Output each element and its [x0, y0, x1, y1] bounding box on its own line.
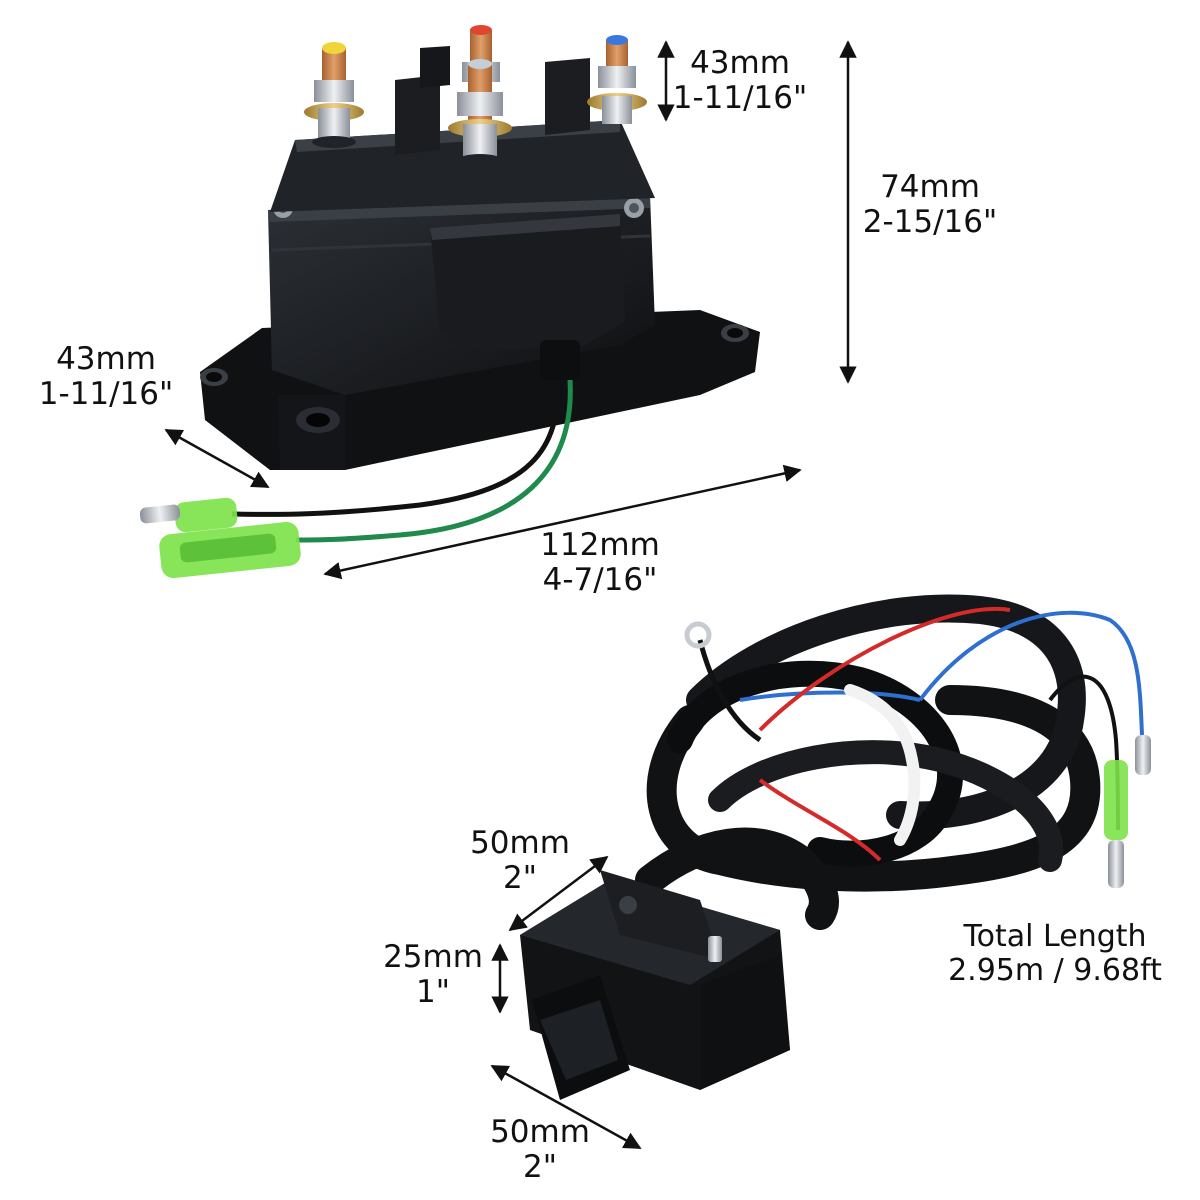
label-depth: 43mm 1-11/16": [26, 342, 186, 411]
label-width: 112mm 4-7/16": [520, 528, 680, 597]
label-overall-height: 74mm 2-15/16": [850, 170, 1010, 239]
label-total-length-title: Total Length: [963, 919, 1147, 954]
label-terminal-height-imperial: 1-11/16": [672, 79, 808, 116]
label-switch-height-imperial: 1": [416, 973, 450, 1010]
wiring-harness-image: [635, 594, 1151, 930]
spade-connector-green: [159, 521, 301, 579]
label-overall-height-metric: 74mm: [880, 169, 980, 205]
label-switch-height: 25mm 1": [368, 940, 498, 1009]
label-width-metric: 112mm: [540, 527, 660, 563]
label-switch-depth-metric: 50mm: [490, 1114, 590, 1150]
label-total-length-value: 2.95m / 9.68ft: [948, 952, 1162, 988]
dim-arrow-switch-depth: [490, 1064, 642, 1150]
dim-arrow-depth: [164, 428, 270, 489]
dim-arrow-switch-width: [508, 855, 609, 932]
label-terminal-height: 43mm 1-11/16": [660, 46, 820, 115]
label-depth-imperial: 1-11/16": [38, 375, 174, 412]
label-switch-width-metric: 50mm: [470, 825, 570, 861]
label-width-imperial: 4-7/16": [542, 561, 658, 598]
label-switch-width-imperial: 2": [503, 859, 537, 896]
dimension-lines: [164, 40, 857, 1150]
label-switch-width: 50mm 2": [440, 826, 600, 895]
spade-connector-black: [139, 497, 238, 533]
rocker-switch-image: [520, 870, 790, 1100]
label-switch-height-metric: 25mm: [383, 939, 483, 975]
label-depth-metric: 43mm: [56, 341, 156, 377]
label-total-length: Total Length 2.95m / 9.68ft: [925, 920, 1185, 987]
dim-arrow-width: [323, 464, 802, 580]
label-terminal-height-metric: 43mm: [690, 45, 790, 81]
label-overall-height-imperial: 2-15/16": [862, 203, 998, 240]
terminal-stud-blue: [587, 35, 647, 124]
terminal-stud-yellow: [304, 42, 364, 148]
label-switch-depth-imperial: 2": [523, 1148, 557, 1185]
solenoid-relay-image: [139, 25, 760, 579]
label-switch-depth: 50mm 2": [460, 1115, 620, 1184]
terminal-stud-front: [448, 59, 512, 166]
